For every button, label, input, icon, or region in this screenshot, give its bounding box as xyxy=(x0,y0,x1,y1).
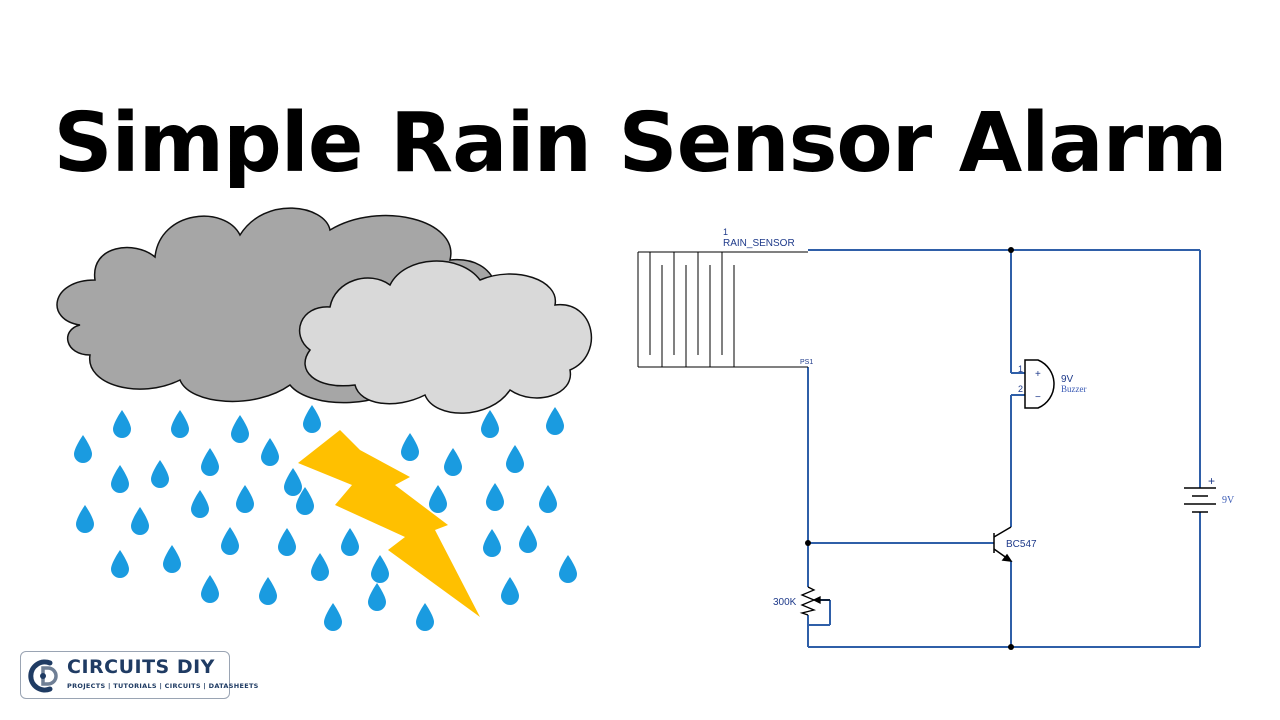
lightning-bolt-icon xyxy=(298,430,480,617)
transistor-label: BC547 xyxy=(1006,539,1037,550)
schematic-wires xyxy=(807,249,1201,648)
circuit-schematic: 1 RAIN_SENSOR PS1 1 2 + − 9V Buzzer BC54… xyxy=(637,227,1235,650)
page-title: Simple Rain Sensor Alarm xyxy=(53,95,1227,191)
buzzer-plus-label: + xyxy=(1035,369,1041,380)
light-cloud-icon xyxy=(299,260,593,414)
cd-logo-icon xyxy=(28,659,58,693)
sensor-label: RAIN_SENSOR xyxy=(723,238,795,249)
sensor-ref-label: PS1 xyxy=(800,359,813,366)
rain-sensor-icon xyxy=(637,251,808,368)
buzzer-icon xyxy=(1024,359,1055,409)
buzzer-pin1-label: 1 xyxy=(1018,364,1023,374)
junction-dots xyxy=(805,247,1014,650)
raindrops xyxy=(74,405,577,631)
logo-name: CIRCUITS DIY xyxy=(67,656,215,678)
battery-icon xyxy=(1184,487,1216,513)
buzzer-minus-label: − xyxy=(1035,392,1041,403)
logo-tagline: PROJECTS | TUTORIALS | CIRCUITS | DATASH… xyxy=(67,682,259,690)
sensor-pin-label: 1 xyxy=(723,227,728,237)
transistor-icon xyxy=(993,526,1013,562)
buzzer-pin2-label: 2 xyxy=(1018,384,1023,394)
rain-cloud-illustration xyxy=(56,207,593,631)
pot-label: 300K xyxy=(773,597,797,608)
battery-label: 9V xyxy=(1222,495,1235,506)
buzzer-label: Buzzer xyxy=(1061,384,1086,394)
potentiometer-icon xyxy=(799,586,830,616)
battery-plus-label: + xyxy=(1208,474,1215,488)
circuits-diy-logo[interactable]: CIRCUITS DIY PROJECTS | TUTORIALS | CIRC… xyxy=(20,651,258,699)
buzzer-voltage-label: 9V xyxy=(1061,374,1074,385)
